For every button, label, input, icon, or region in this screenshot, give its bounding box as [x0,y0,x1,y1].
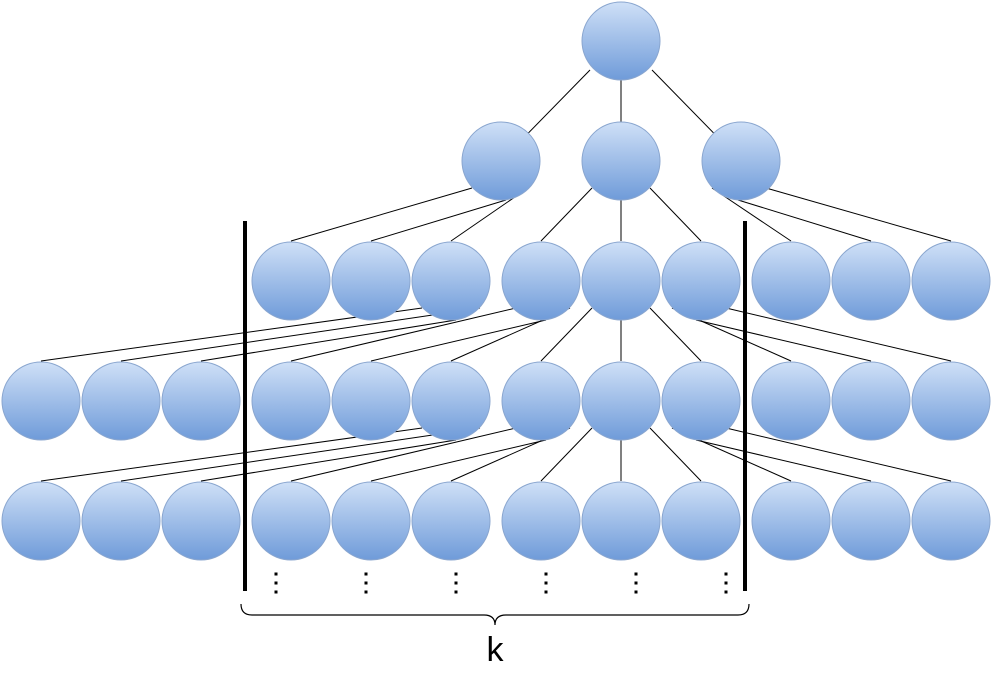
tree-edge [290,427,517,482]
tree-node [581,361,661,441]
tree-node [661,481,741,561]
tree-node [501,241,581,321]
tree-node [411,241,491,321]
tree-node [751,481,831,561]
tree-edge [725,307,952,362]
ellipsis-dot [274,581,278,585]
tree-edge [200,439,457,482]
ellipsis-dot [634,581,638,585]
tree-node [251,481,331,561]
tree-edge [765,187,952,242]
tree-edge [120,427,481,482]
tree-edge [200,319,457,362]
tree-node [411,361,491,441]
tree-node [1,481,81,561]
tree-edge [725,427,952,482]
tree-node [161,481,241,561]
tree-node [81,361,161,441]
ellipsis-dot [364,590,368,594]
tree-node [581,481,661,561]
tree-edge [290,187,473,242]
tree-edge [540,187,593,242]
tree-node [911,241,991,321]
k-label: k [487,631,505,669]
tree-edge [370,199,507,242]
tree-node [581,241,661,321]
tree-node [661,241,741,321]
tree-edge [649,427,702,482]
tree-edge [290,307,517,362]
tree-node [751,241,831,321]
tree-edge [649,307,702,362]
tree-node [331,361,411,441]
tree-edge [370,319,547,362]
ellipsis-dot [544,590,548,594]
ellipsis-dot [274,572,278,576]
tree-node [1,361,81,441]
ellipsis-dot [454,590,458,594]
tree-edge [370,439,547,482]
decorations [240,221,750,626]
tree-node [831,241,911,321]
ellipsis-dot [724,590,728,594]
ellipsis-dot [724,581,728,585]
tree-edge [695,439,872,482]
tree-node [501,481,581,561]
ellipsis-dot [634,590,638,594]
tree-node [331,241,411,321]
tree-node [581,121,661,201]
nodes [1,1,991,561]
tree-edge [737,199,872,242]
tree-node [251,361,331,441]
tree-edge [540,427,593,482]
ellipsis-dot [634,572,638,576]
tree-node [411,481,491,561]
tree-edge [649,187,702,242]
tree-node [831,481,911,561]
tree-node [701,121,781,201]
tree-node [331,481,411,561]
tree-edge [695,319,872,362]
tree-node [661,361,741,441]
ellipsis-dot [454,572,458,576]
curly-brace [240,603,750,626]
tree-node [831,361,911,441]
ellipsis-dot [454,581,458,585]
tree-node [251,241,331,321]
ellipsis-dot [544,572,548,576]
ellipsis-dot [364,572,368,576]
tree-node [501,361,581,441]
ellipsis-dot [724,572,728,576]
ellipsis-dot [274,590,278,594]
tree-node [81,481,161,561]
tree-node [581,1,661,81]
ellipsis-dot [544,581,548,585]
tree-node [751,361,831,441]
ellipsis-dot [364,581,368,585]
edges [40,69,952,482]
tree-node [461,121,541,201]
tree-edge [120,307,481,362]
tree-node [911,361,991,441]
tree-node [911,481,991,561]
tree-node [161,361,241,441]
tree-edge [540,307,593,362]
